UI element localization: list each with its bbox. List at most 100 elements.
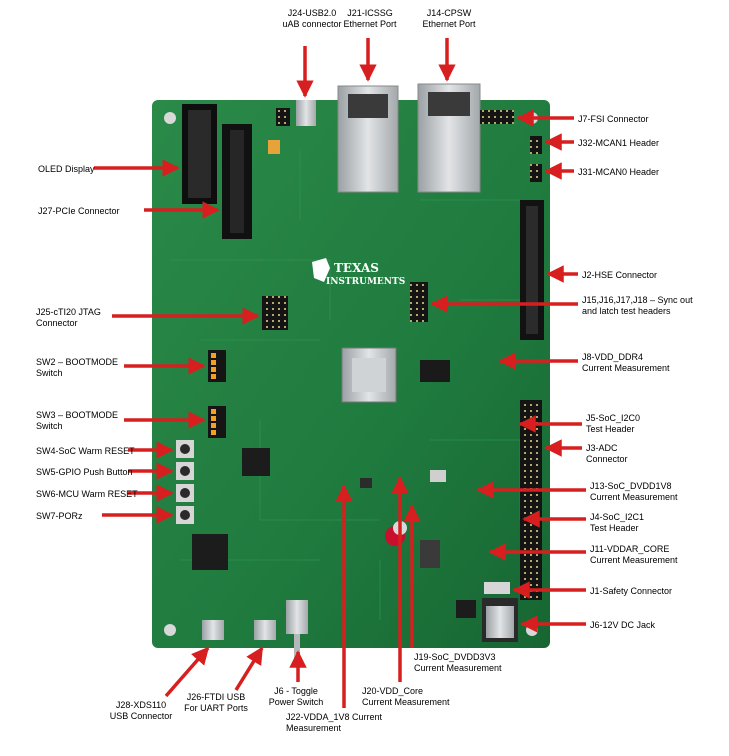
callout-sw2-line: SW2 – BOOTMODE (36, 357, 119, 367)
callout-j4-line: Test Header (590, 523, 639, 533)
callout-j15-line: J15,J16,J17,J18 – Sync out (582, 295, 693, 305)
callout-sw3-line: SW3 – BOOTMODE (36, 410, 119, 420)
usb2-uab-connector (296, 100, 316, 126)
callout-sw6-line: SW6-MCU Warm RESET (36, 489, 138, 499)
callout-j19-line: J19-SoC_DVDD3V3 (414, 652, 496, 662)
callout-j7-line: J7-FSI Connector (578, 114, 649, 124)
callout-j14-line: J14-CPSW (426, 8, 472, 18)
callout-j20-line: Current Measurement (362, 697, 450, 707)
callout-j32: J32-MCAN1 Header (578, 138, 659, 149)
callout-j14-line: Ethernet Port (422, 19, 476, 29)
callout-j24-line: J24-USB2.0 (287, 8, 337, 18)
callout-j3-line: J3-ADC (586, 443, 618, 453)
callout-sw7: SW7-PORz (36, 511, 83, 522)
callout-j31-line: J31-MCAN0 Header (578, 167, 660, 177)
brand-line1: TEXAS (334, 261, 379, 275)
callout-sw3-line: Switch (36, 421, 63, 431)
callout-j6toggle-line: Power Switch (268, 697, 324, 707)
callout-j25-line: Connector (36, 318, 78, 328)
jtag-connector (262, 296, 288, 330)
callout-j13-line: J13-SoC_DVDD1V8 (590, 481, 672, 491)
sync-test-headers (410, 282, 428, 322)
callout-j21-line: J21-ICSSG (347, 8, 393, 18)
callout-j28-line: USB Connector (109, 711, 173, 721)
callout-j4-line: J4-SoC_I2C1 (590, 512, 645, 522)
callout-j1-line: J1-Safety Connector (590, 586, 673, 596)
push-buttons (176, 440, 194, 524)
callout-j5-line: J5-SoC_I2C0 (586, 413, 641, 423)
callout-sw4-line: SW4-SoC Warm RESET (36, 446, 135, 456)
callout-j26-line: J26-FTDI USB (186, 692, 246, 702)
callout-j15-line: and latch test headers (582, 306, 671, 316)
callout-j25-line: J25-cTI20 JTAG (36, 307, 101, 317)
callout-j26-line: For UART Ports (184, 703, 248, 713)
callout-j1: J1-Safety Connector (590, 586, 672, 597)
arrow-j26 (234, 646, 264, 691)
arrow-j28 (164, 646, 210, 698)
callout-j5-line: Test Header (586, 424, 635, 434)
callout-oled-line: OLED Display (38, 164, 95, 174)
callout-oled: OLED Display (38, 164, 95, 175)
fsi-connector (480, 110, 514, 124)
xds110-usb-connector (202, 620, 224, 640)
mcan1-header (530, 136, 542, 154)
callout-j6jack-line: J6-12V DC Jack (590, 620, 656, 630)
callout-j6jack: J6-12V DC Jack (590, 620, 655, 631)
safety-connector (484, 582, 510, 594)
callout-sw4: SW4-SoC Warm RESET (36, 446, 135, 457)
callout-j27: J27-PCIe Connector (38, 206, 120, 217)
callout-sw5-line: SW5-GPIO Push Button (36, 467, 133, 477)
soc-chip (341, 347, 397, 403)
ftdi-usb-connector (254, 620, 276, 640)
callout-sw7-line: SW7-PORz (36, 511, 83, 521)
callout-j24-line: uAB connector (282, 19, 342, 29)
callout-j8-line: Current Measurement (582, 363, 670, 373)
callout-sw2-line: Switch (36, 368, 63, 378)
callout-j21-line: Ethernet Port (343, 19, 397, 29)
texas-instruments-logo (312, 258, 330, 282)
callout-j11-line: J11-VDDAR_CORE (590, 544, 670, 554)
callout-j28-line: J28-XDS110 (115, 700, 167, 710)
callout-j11-line: Current Measurement (590, 555, 678, 565)
callout-j22-line: Measurement (286, 723, 342, 733)
callout-sw5: SW5-GPIO Push Button (36, 467, 133, 478)
callout-sw6: SW6-MCU Warm RESET (36, 489, 138, 500)
callout-j3-line: Connector (586, 454, 628, 464)
mcan0-header (530, 164, 542, 182)
callout-j2-line: J2-HSE Connector (582, 270, 658, 280)
toggle-power-switch (286, 600, 308, 634)
callout-j2: J2-HSE Connector (582, 270, 657, 281)
callout-j22-line: J22-VDDA_1V8 Current (286, 712, 383, 722)
callout-j7: J7-FSI Connector (578, 114, 649, 125)
callout-j27-line: J27-PCIe Connector (38, 206, 120, 216)
callout-j8-line: J8-VDD_DDR4 (582, 352, 644, 362)
brand-line2: INSTRUMENTS (326, 277, 405, 287)
callout-j20-line: J20-VDD_Core (362, 686, 424, 696)
callout-j31: J31-MCAN0 Header (578, 167, 659, 178)
callout-j13-line: Current Measurement (590, 492, 678, 502)
adc-connector (520, 400, 542, 600)
callout-j32-line: J32-MCAN1 Header (578, 138, 660, 148)
callout-j19-line: Current Measurement (414, 663, 502, 673)
